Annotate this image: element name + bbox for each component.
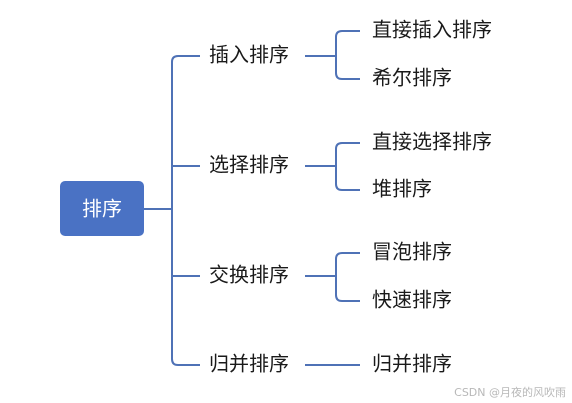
leaf-bubble-sort: 冒泡排序 [372,240,452,264]
branch-insertion-sort: 插入排序 [209,43,289,67]
leaf-quick-sort: 快速排序 [372,288,452,312]
root-node-label: 排序 [82,197,122,221]
leaf-shell-sort: 希尔排序 [372,66,452,90]
branch-0-connector-spine [335,30,360,80]
branch-1-connector-spine [335,142,360,191]
branch-merge-sort: 归并排序 [209,352,289,376]
leaf-merge-sort: 归并排序 [372,352,452,376]
branch-selection-sort: 选择排序 [209,153,289,177]
root-connector-spine [171,55,200,366]
root-node [60,181,144,236]
branch-2-connector-spine [335,252,360,302]
leaf-straight-selection-sort: 直接选择排序 [372,130,492,154]
connector-lines [144,30,360,366]
leaf-heap-sort: 堆排序 [372,177,432,201]
branch-exchange-sort: 交换排序 [209,263,289,287]
leaf-straight-insertion-sort: 直接插入排序 [372,18,492,42]
watermark: CSDN @月夜的风吹雨 [454,385,566,399]
